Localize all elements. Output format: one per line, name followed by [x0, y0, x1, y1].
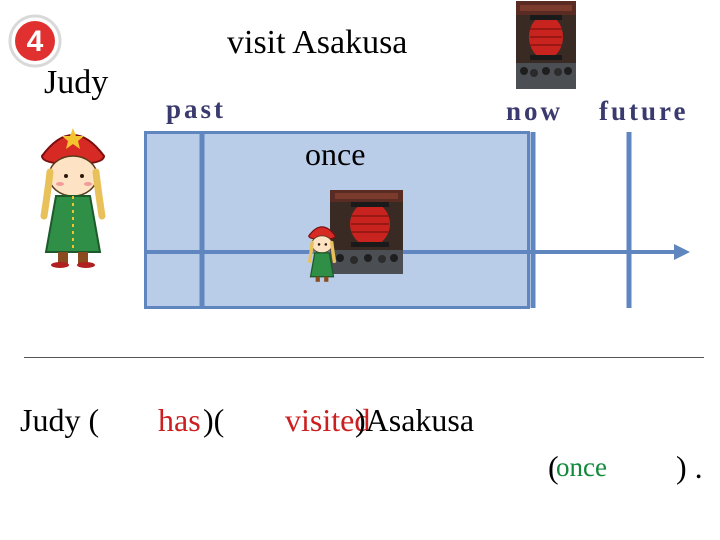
answer-auxiliary: has	[158, 402, 201, 438]
answer-verb: visited	[285, 402, 371, 438]
judy-illustration	[40, 128, 106, 268]
page-title: visit Asakusa	[227, 24, 408, 61]
asakusa-photo-visit	[330, 190, 403, 274]
sentence-subject: Judy (	[20, 402, 100, 438]
sentence-parentheses: )(	[203, 402, 225, 438]
once-label: once	[305, 136, 366, 172]
answer-adverb: once	[556, 452, 607, 482]
badge-number: 4	[27, 25, 44, 58]
sentence-adverb-open: (	[548, 449, 559, 485]
asakusa-photo	[516, 1, 576, 89]
sentence-end: ) .	[676, 449, 703, 485]
timeline-future-label: future	[599, 96, 689, 126]
judy-name-label: Judy	[44, 64, 109, 101]
timeline-arrowhead	[674, 244, 690, 260]
sentence-object: )Asakusa	[355, 402, 475, 438]
timeline-now-label: now	[506, 96, 564, 126]
number-four-badge: 4	[8, 14, 62, 68]
section-divider	[24, 357, 704, 358]
judy-small-illustration	[307, 226, 337, 282]
timeline-past-label: past	[166, 94, 227, 124]
